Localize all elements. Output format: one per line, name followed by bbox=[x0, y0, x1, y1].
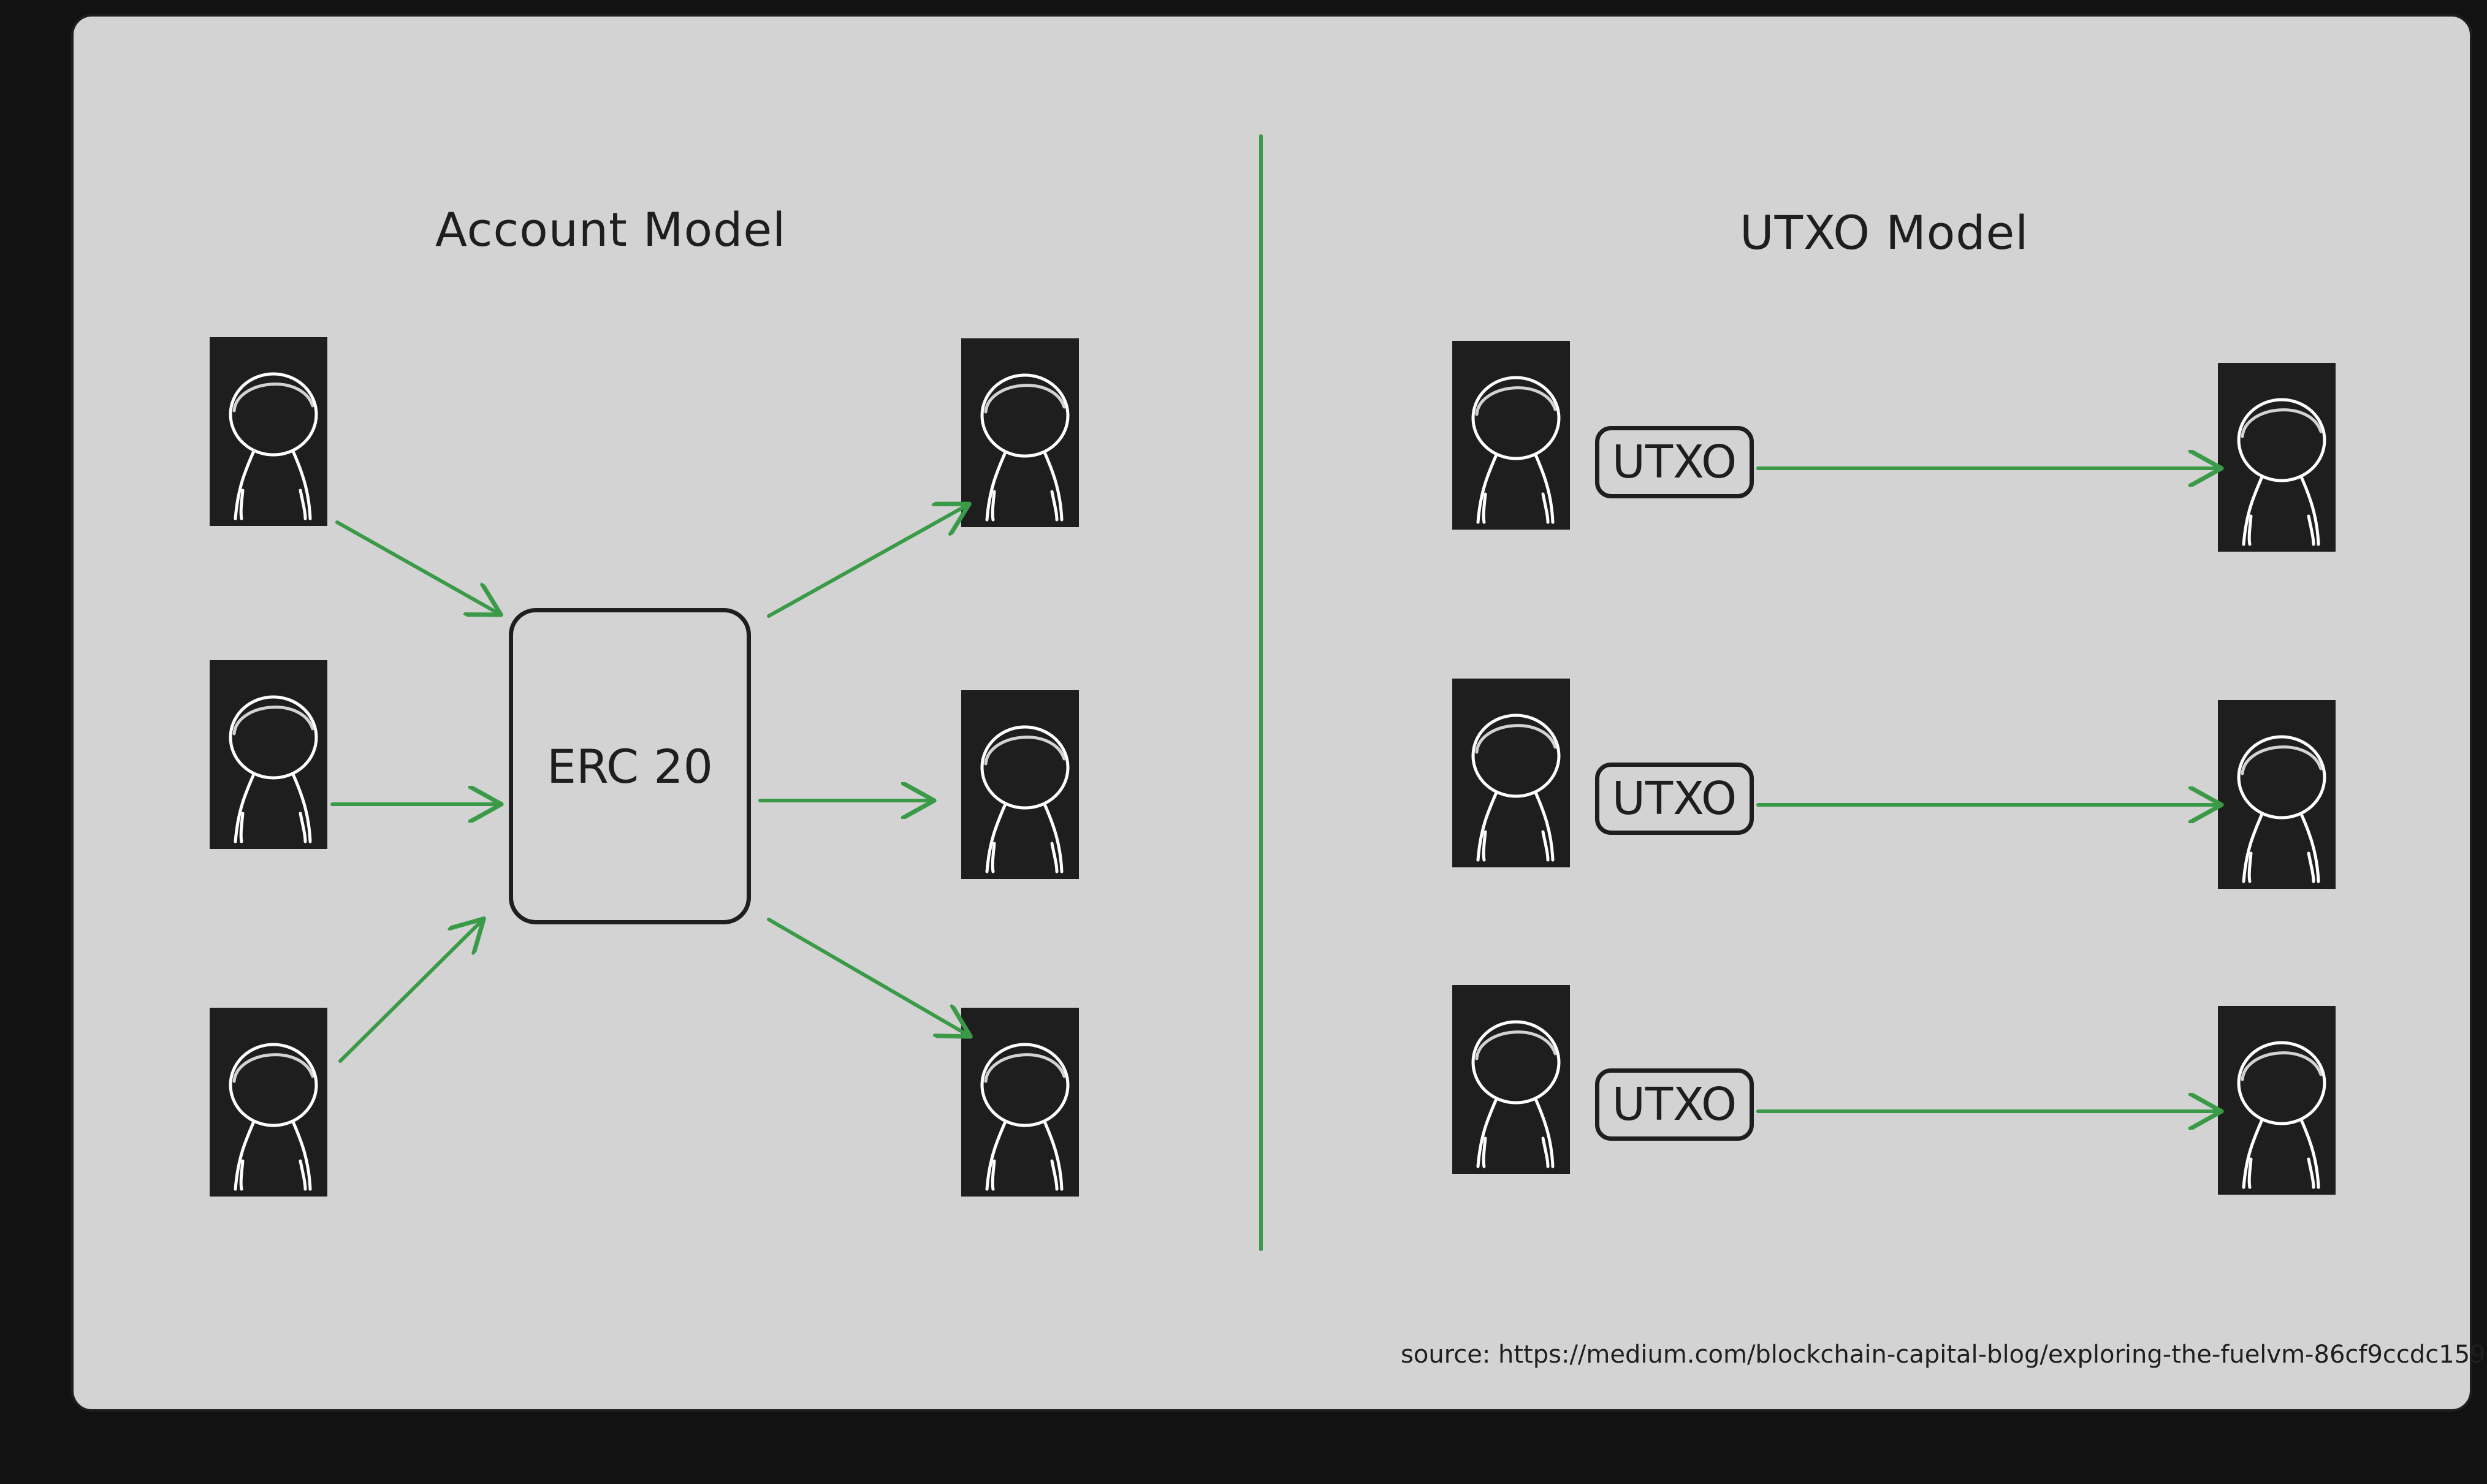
utxo-sender-3-user-icon bbox=[1452, 985, 1570, 1174]
account-sender-1-user-icon bbox=[210, 337, 327, 526]
utxo-token-1-label: UTXO bbox=[1612, 436, 1737, 489]
utxo-model-title: UTXO Model bbox=[1740, 205, 2029, 260]
account-receiver-2-user-icon bbox=[961, 690, 1079, 879]
utxo-token-2-label: UTXO bbox=[1612, 772, 1737, 825]
account-sender-2-user-icon bbox=[210, 660, 327, 849]
source-citation: source: https://medium.com/blockchain-ca… bbox=[1401, 1341, 2486, 1369]
utxo-sender-2-user-icon bbox=[1452, 679, 1570, 867]
erc20-contract-box: ERC 20 bbox=[509, 608, 751, 924]
utxo-receiver-3-user-icon bbox=[2218, 1006, 2336, 1195]
utxo-receiver-2-user-icon bbox=[2218, 700, 2336, 889]
utxo-token-3: UTXO bbox=[1595, 1068, 1754, 1141]
diagram-board bbox=[71, 14, 2472, 1412]
utxo-sender-1-user-icon bbox=[1452, 341, 1570, 530]
utxo-token-1: UTXO bbox=[1595, 426, 1754, 498]
utxo-token-2: UTXO bbox=[1595, 763, 1754, 835]
account-receiver-3-user-icon bbox=[961, 1008, 1079, 1197]
utxo-receiver-1-user-icon bbox=[2218, 363, 2336, 552]
account-model-title: Account Model bbox=[435, 202, 786, 257]
account-receiver-1-user-icon bbox=[961, 338, 1079, 527]
account-sender-3-user-icon bbox=[210, 1008, 327, 1197]
utxo-token-3-label: UTXO bbox=[1612, 1078, 1737, 1131]
erc20-label: ERC 20 bbox=[547, 739, 713, 794]
